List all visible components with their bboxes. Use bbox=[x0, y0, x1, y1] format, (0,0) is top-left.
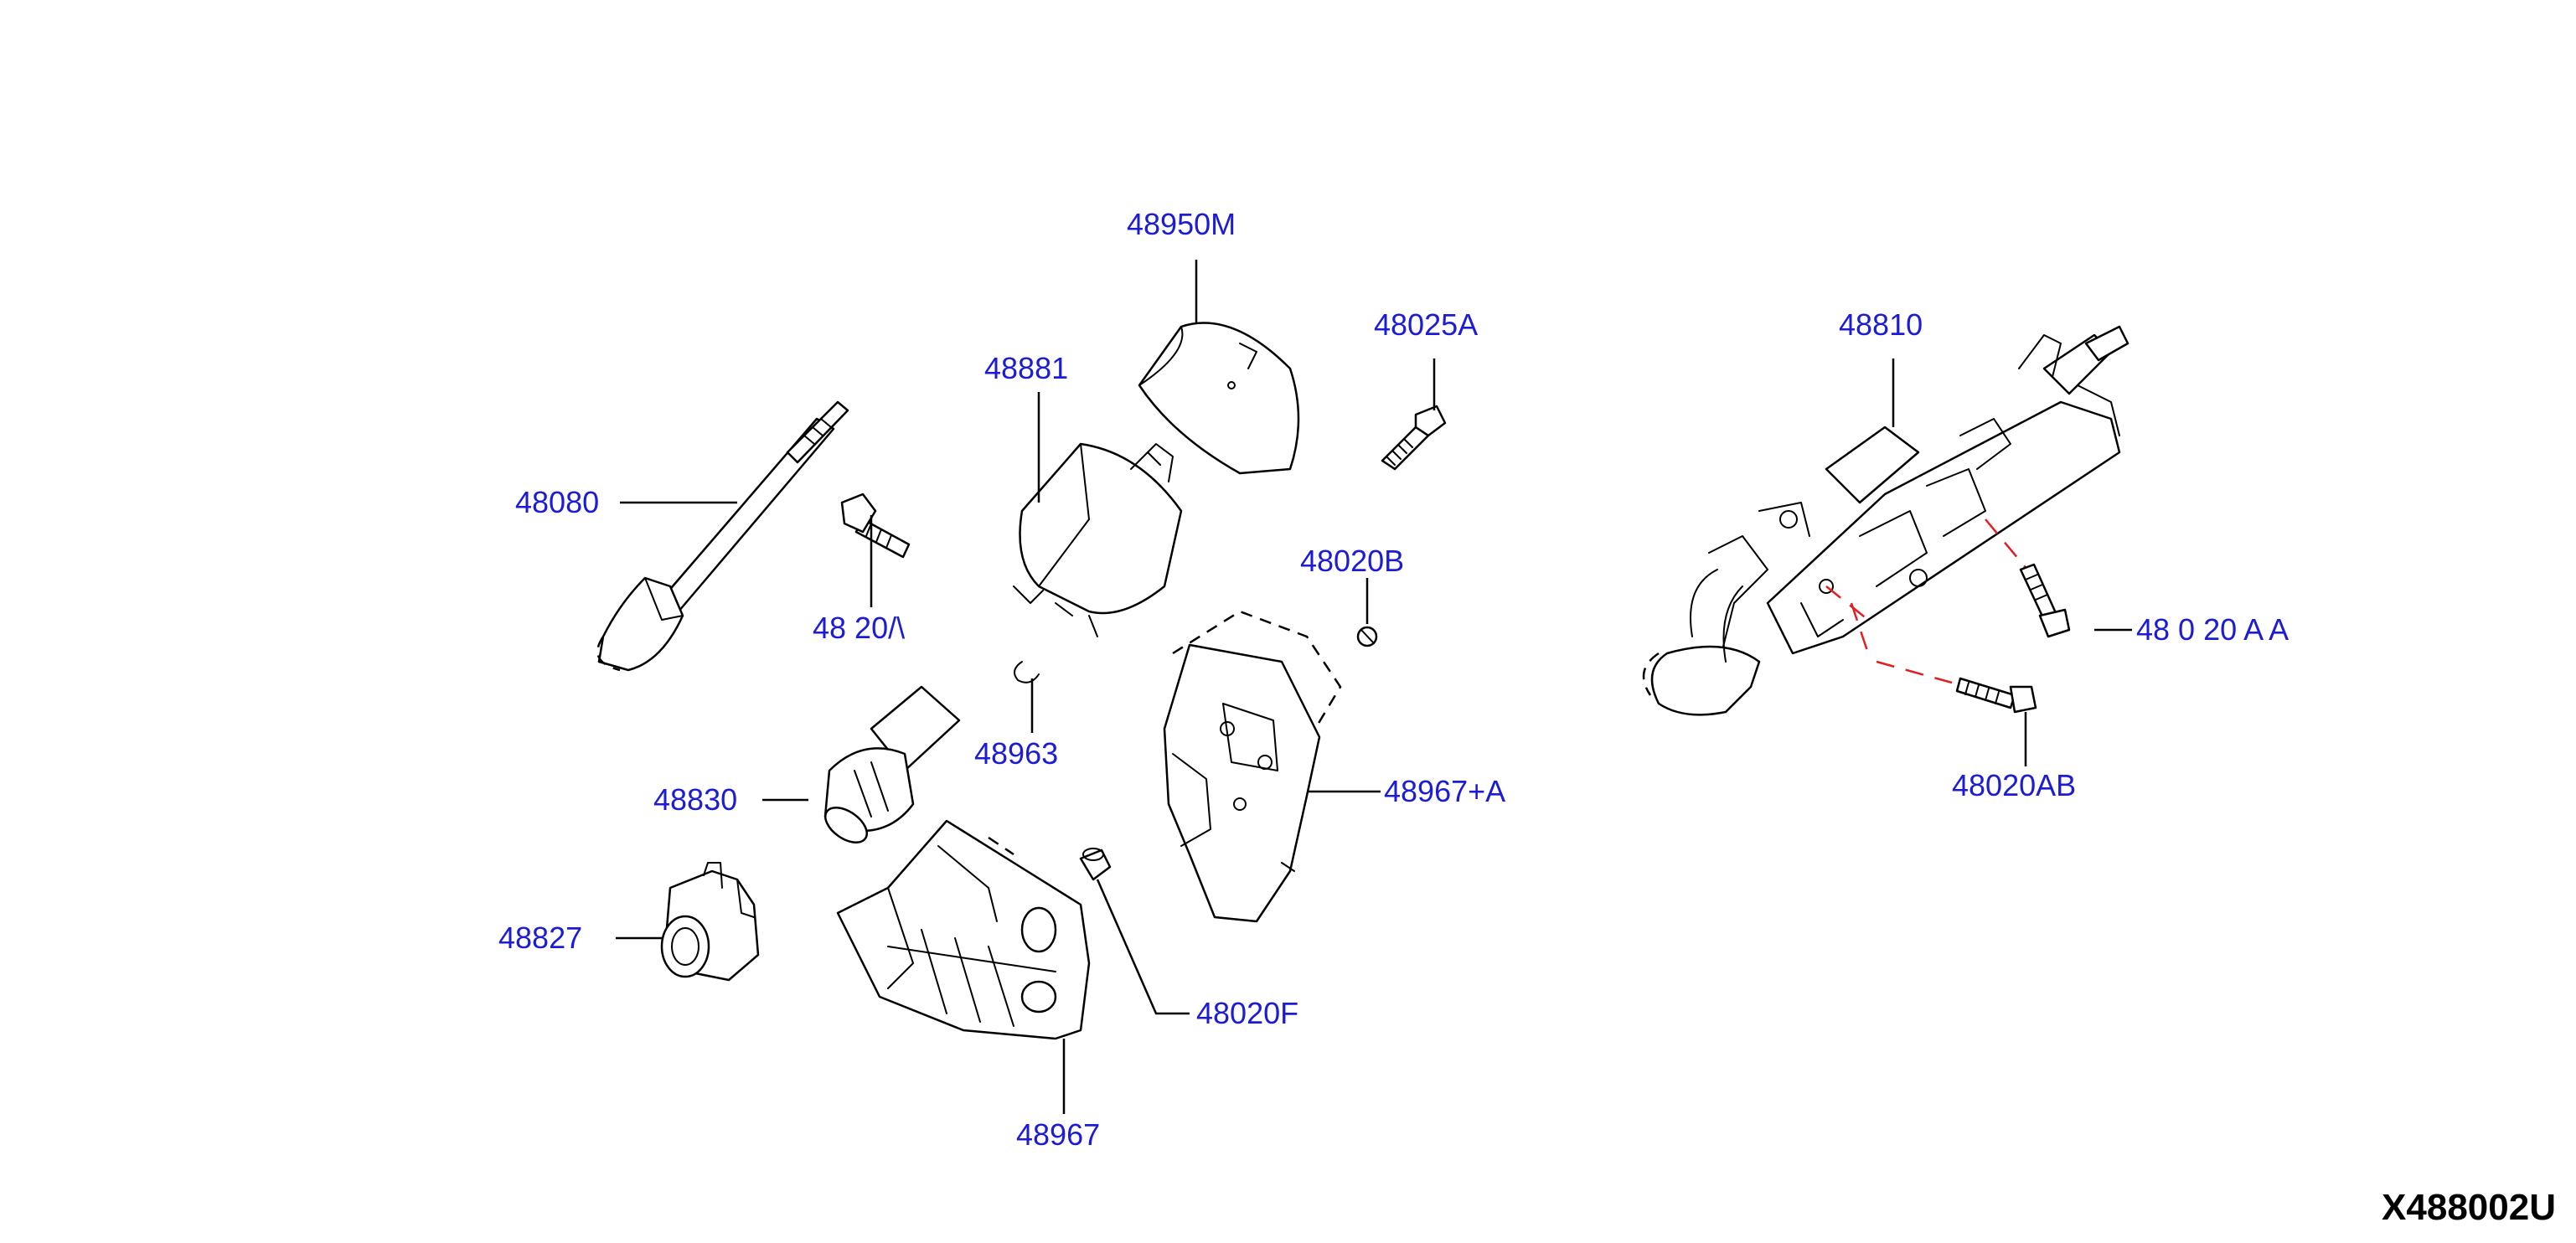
part-48827-cylinder[interactable] bbox=[660, 862, 760, 982]
leader-lines bbox=[616, 260, 2132, 1114]
label-48020a-right[interactable]: 48 0 20 A A bbox=[2136, 612, 2289, 647]
label-48963[interactable]: 48963 bbox=[974, 736, 1059, 771]
label-48020b[interactable]: 48020B bbox=[1300, 544, 1405, 578]
part-48080-shaft[interactable] bbox=[596, 400, 849, 672]
part-48020f-clip[interactable] bbox=[1079, 848, 1112, 881]
label-48080[interactable]: 48080 bbox=[515, 485, 600, 519]
label-48020f[interactable]: 48020F bbox=[1196, 996, 1299, 1030]
part-48020a-bolt-right[interactable] bbox=[1985, 518, 2071, 638]
label-48025a[interactable]: 48025A bbox=[1374, 307, 1479, 342]
label-48827[interactable]: 48827 bbox=[498, 921, 583, 955]
label-48950m[interactable]: 48950M bbox=[1127, 207, 1236, 241]
part-48963-clip[interactable] bbox=[1014, 661, 1040, 683]
label-48830[interactable]: 48830 bbox=[653, 782, 738, 817]
diagram-code: X488002U bbox=[2382, 1187, 2556, 1228]
label-48020ab[interactable]: 48020AB bbox=[1952, 768, 2077, 802]
part-48967a-bracket[interactable] bbox=[1163, 610, 1342, 923]
part-48025a-bolt[interactable] bbox=[1381, 405, 1447, 471]
label-48967[interactable]: 48967 bbox=[1016, 1117, 1101, 1152]
part-48881-lock-unit[interactable] bbox=[1013, 442, 1183, 637]
part-48950m-upper-cover[interactable] bbox=[1138, 322, 1300, 475]
label-48881[interactable]: 48881 bbox=[984, 351, 1069, 385]
part-48020a-bolt-left[interactable] bbox=[840, 493, 911, 559]
part-48810-column-assembly[interactable] bbox=[1642, 325, 2129, 716]
part-48830-boot[interactable] bbox=[819, 685, 961, 849]
label-48967a[interactable]: 48967+A bbox=[1384, 774, 1506, 808]
part-48967-lower-cover[interactable] bbox=[836, 819, 1091, 1040]
label-48020a-left[interactable]: 48 20/\ bbox=[813, 611, 906, 645]
label-48810[interactable]: 48810 bbox=[1839, 307, 1923, 342]
part-48020b-nut[interactable] bbox=[1356, 626, 1378, 647]
leader-48020f bbox=[1096, 879, 1190, 1015]
part-48020ab-bolt[interactable] bbox=[1825, 585, 2037, 714]
